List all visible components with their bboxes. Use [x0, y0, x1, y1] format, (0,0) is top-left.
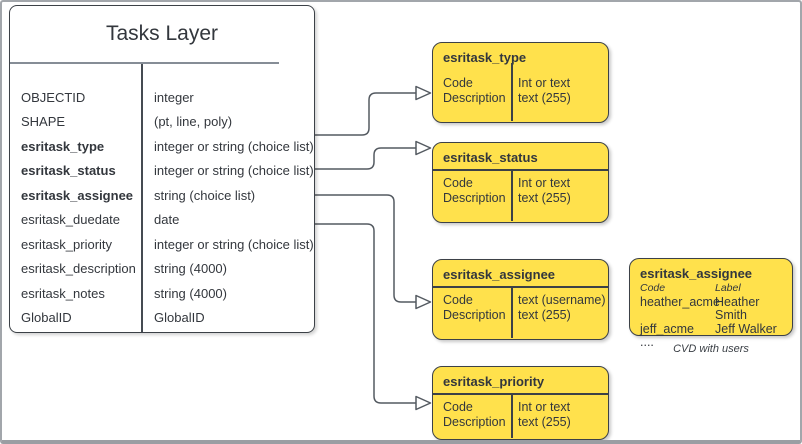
choice-table-title: esritask_type: [443, 50, 527, 65]
column-divider: [511, 169, 513, 221]
choice-type: Int or text: [518, 76, 571, 90]
choice-field: Description: [443, 90, 506, 105]
column-divider: [511, 286, 513, 338]
choice-type: text (255): [518, 307, 571, 322]
connector-esritask-priority: [315, 223, 416, 404]
table-row: esritask_type integer or string (choice …: [10, 134, 314, 159]
choice-type: Int or text: [518, 176, 571, 190]
field-list: OBJECTID integer SHAPE (pt, line, poly) …: [10, 85, 314, 330]
connector-esritask-type: [315, 92, 416, 136]
field-type: integer or string (choice list): [154, 163, 314, 179]
table-row: esritask_assignee string (choice list): [10, 183, 314, 208]
cvd-title: esritask_assignee: [640, 266, 753, 281]
field-name: esritask_status: [21, 163, 116, 179]
choice-type: text (255): [518, 90, 571, 105]
cvd-header-row: Code Label: [640, 282, 792, 296]
title-divider: [432, 169, 609, 171]
choice-type: text (255): [518, 190, 571, 205]
column-divider: [141, 64, 143, 332]
table-row: esritask_status integer or string (choic…: [10, 159, 314, 184]
column-divider: [511, 63, 513, 121]
cvd-caption: CVD with users: [673, 343, 749, 355]
cvd-ellipsis: ....: [640, 335, 654, 349]
field-type: string (4000): [154, 261, 227, 277]
table-row: esritask_notes string (4000): [10, 281, 314, 306]
field-name: esritask_priority: [21, 236, 113, 252]
choice-table-title: esritask_status: [443, 150, 538, 165]
choice-table-esritask-type: esritask_type Code Description Int or te…: [432, 42, 609, 123]
title-divider: [10, 62, 279, 64]
tasks-layer-title: Tasks Layer: [105, 22, 219, 45]
field-type: integer or string (choice list): [154, 138, 314, 154]
choice-field: Code: [443, 76, 473, 90]
table-row: OBJECTID integer: [10, 85, 314, 110]
table-row: esritask_priority integer or string (cho…: [10, 232, 314, 257]
choice-table-esritask-status: esritask_status Code Description Int or …: [432, 142, 609, 223]
choice-field: Description: [443, 190, 506, 205]
field-name: esritask_duedate: [21, 212, 121, 228]
choice-field: Description: [443, 307, 506, 322]
choice-type: text (username): [518, 293, 606, 307]
cvd-label: Heather Smith: [715, 294, 760, 322]
cvd-col-header: Label: [715, 282, 741, 294]
field-type: string (choice list): [154, 187, 256, 203]
field-name: esritask_notes: [21, 285, 105, 301]
field-type: date: [154, 212, 180, 228]
table-row: esritask_description string (4000): [10, 257, 314, 282]
cvd-code: heather_acme: [640, 294, 720, 309]
field-name: OBJECTID: [21, 89, 86, 105]
cvd-row: heather_acme Heather Smith: [640, 294, 792, 323]
field-name: GlobalID: [21, 310, 72, 326]
cvd-row: jeff_acme Jeff Walker: [640, 321, 792, 337]
open-arrowhead-icon: [415, 140, 432, 156]
choice-table-title: esritask_priority: [443, 374, 545, 389]
column-divider: [511, 393, 513, 438]
field-type: string (4000): [154, 285, 227, 301]
cvd-label: Jeff Walker: [715, 321, 777, 336]
choice-table-esritask-priority: esritask_priority Code Description Int o…: [432, 366, 609, 440]
cvd-example-box: esritask_assignee Code Label heather_acm…: [629, 258, 793, 349]
choice-table-title: esritask_assignee: [443, 267, 556, 282]
open-arrowhead-icon: [415, 395, 432, 411]
field-type: integer: [154, 89, 194, 105]
choice-type: text (255): [518, 414, 571, 429]
field-name: esritask_type: [21, 138, 105, 154]
field-name: esritask_assignee: [21, 187, 134, 203]
open-arrowhead-icon: [415, 85, 432, 101]
field-type: GlobalID: [154, 310, 205, 326]
table-row: esritask_duedate date: [10, 208, 314, 233]
field-type: (pt, line, poly): [154, 114, 233, 130]
connector-esritask-assignee: [315, 194, 416, 303]
choice-field: Description: [443, 414, 506, 429]
field-name: SHAPE: [21, 114, 66, 130]
choice-table-esritask-assignee: esritask_assignee Code Description text …: [432, 259, 609, 340]
cvd-col-header: Code: [640, 282, 666, 294]
choice-type: Int or text: [518, 400, 571, 414]
tasks-layer-table: Tasks Layer OBJECTID integer SHAPE (pt, …: [9, 5, 315, 333]
title-divider: [432, 286, 609, 288]
choice-field: Code: [443, 293, 473, 307]
table-row: GlobalID GlobalID: [10, 306, 314, 331]
choice-field: Code: [443, 400, 473, 414]
choice-field: Code: [443, 176, 473, 190]
connector-esritask-status: [315, 147, 416, 170]
field-type: integer or string (choice list): [154, 236, 314, 252]
field-name: esritask_description: [21, 261, 136, 277]
cvd-code: jeff_acme: [640, 321, 694, 336]
table-row: SHAPE (pt, line, poly): [10, 110, 314, 135]
open-arrowhead-icon: [415, 294, 432, 310]
title-divider: [432, 393, 609, 395]
